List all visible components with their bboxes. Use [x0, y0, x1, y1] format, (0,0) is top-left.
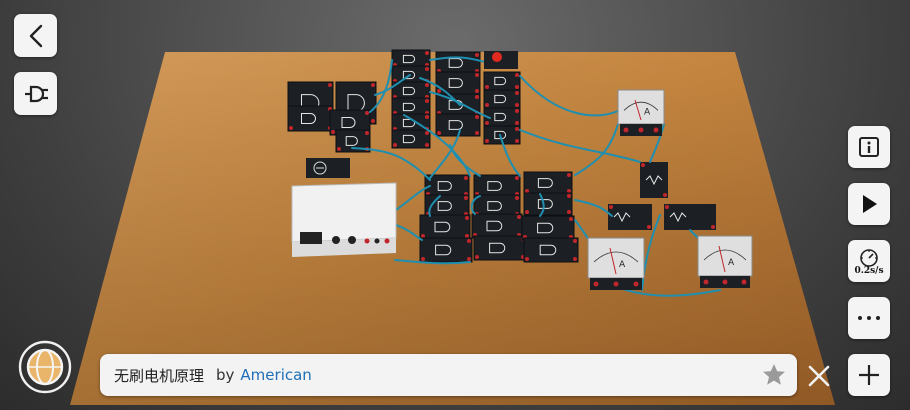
gauge-icon	[860, 248, 878, 267]
resistor-module[interactable]	[640, 162, 668, 198]
wire[interactable]	[574, 199, 613, 217]
wire[interactable]	[649, 123, 665, 163]
author-link[interactable]: American	[240, 366, 312, 384]
wire[interactable]	[369, 59, 393, 113]
by-label: by	[216, 366, 235, 384]
wire[interactable]	[351, 147, 431, 181]
meter-unit: A	[619, 260, 626, 270]
wire[interactable]	[428, 195, 441, 217]
play-icon	[863, 195, 877, 213]
wire[interactable]	[429, 56, 486, 63]
circuit-module[interactable]	[523, 171, 573, 195]
wire[interactable]	[499, 134, 521, 177]
circuit-module[interactable]	[473, 235, 527, 261]
play-button[interactable]	[848, 183, 890, 225]
add-component-button[interactable]	[848, 354, 890, 396]
power-supply-terminal[interactable]	[374, 238, 380, 244]
coin-button[interactable]	[18, 340, 72, 394]
close-button[interactable]	[806, 363, 832, 389]
circuit-module[interactable]	[435, 51, 481, 75]
resistor-module[interactable]	[664, 204, 716, 230]
meter-unit: A	[644, 107, 651, 117]
chevron-left-icon	[29, 24, 42, 47]
close-icon	[808, 365, 830, 387]
circuit-title: 无刷电机原理	[114, 366, 205, 385]
circuit-module[interactable]	[521, 215, 575, 241]
circuit-module[interactable]	[287, 105, 334, 132]
circuit-module[interactable]	[471, 213, 523, 239]
ammeter[interactable]: A	[587, 237, 645, 290]
power-supply-terminal[interactable]	[364, 238, 370, 244]
plus-icon	[859, 365, 879, 385]
wire[interactable]	[394, 259, 471, 265]
wire[interactable]	[395, 224, 423, 241]
wire[interactable]	[374, 74, 411, 96]
wire[interactable]	[395, 185, 431, 211]
power-supply-terminal[interactable]	[384, 238, 390, 244]
wire[interactable]	[519, 75, 621, 117]
ammeter[interactable]: A	[617, 89, 665, 136]
circuit-module[interactable]	[473, 174, 521, 198]
meter-unit: A	[728, 258, 735, 268]
circuit-info-bar[interactable]: 无刷电机原理 by American	[100, 354, 797, 396]
circuit-module[interactable]	[523, 192, 573, 216]
circuit-module[interactable]	[523, 237, 579, 263]
circuit-module[interactable]	[435, 113, 481, 137]
speed-value: 0.2s/s	[854, 265, 884, 276]
circuit-module[interactable]	[483, 71, 521, 91]
led-module[interactable]	[484, 51, 518, 69]
resistor-module[interactable]	[608, 204, 652, 230]
wire[interactable]	[539, 193, 545, 217]
star-icon[interactable]	[761, 362, 787, 388]
circuit-module[interactable]	[391, 129, 431, 149]
power-supply[interactable]	[291, 182, 397, 257]
wire[interactable]	[419, 77, 461, 106]
wire[interactable]	[429, 129, 461, 179]
back-button[interactable]	[14, 14, 57, 57]
coin-icon	[18, 340, 72, 394]
more-options-button[interactable]	[848, 297, 890, 339]
more-dots-icon	[858, 316, 880, 320]
circuit-menu-button[interactable]	[14, 72, 57, 115]
circuit-module[interactable]	[391, 113, 431, 133]
info-icon	[859, 137, 879, 157]
circuit-module[interactable]	[391, 81, 431, 101]
push-button-module[interactable]	[306, 158, 350, 178]
circuit-module[interactable]	[424, 174, 470, 198]
power-supply-knob[interactable]	[332, 236, 340, 244]
wire[interactable]	[519, 129, 641, 163]
info-button[interactable]	[848, 126, 890, 168]
simulation-speed-button[interactable]: 0.2s/s	[848, 240, 890, 282]
ammeter[interactable]: A	[697, 235, 753, 288]
plug-icon	[24, 85, 48, 102]
circuit-module[interactable]	[435, 93, 481, 117]
circuit-module[interactable]	[483, 89, 521, 109]
wire[interactable]	[641, 214, 661, 291]
circuit-module[interactable]	[419, 237, 473, 263]
circuit-module[interactable]	[419, 214, 471, 240]
circuit-module[interactable]	[391, 97, 431, 117]
power-supply-knob[interactable]	[348, 236, 356, 244]
wire[interactable]	[574, 123, 619, 176]
wire[interactable]	[470, 195, 481, 215]
circuit-module[interactable]	[391, 49, 431, 69]
wire[interactable]	[403, 114, 471, 177]
wire[interactable]	[429, 91, 491, 119]
power-supply-display	[300, 232, 322, 244]
